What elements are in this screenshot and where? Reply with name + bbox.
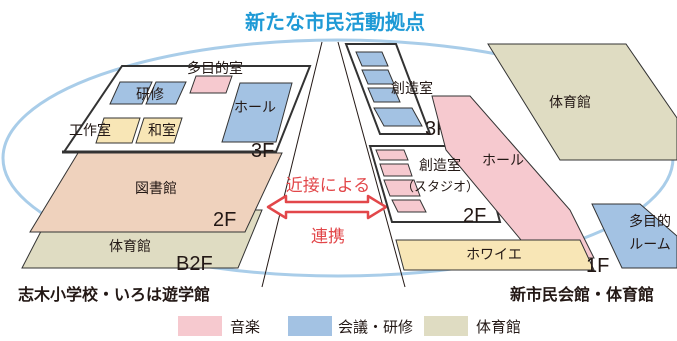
right-2f-room-4 <box>391 199 427 213</box>
label-tamokuteki-2: ルーム <box>629 237 671 253</box>
legend-label-gym: 体育館 <box>476 318 521 336</box>
label-sozoshitsu-studio-2: （スタジオ） <box>401 180 479 195</box>
label-toshokan: 図書館 <box>135 180 177 197</box>
label-tamokuteki: 多目的室 <box>187 60 243 77</box>
label-left-2f: 2F <box>213 209 236 231</box>
road-line-left <box>261 41 323 288</box>
label-washitsu: 和室 <box>148 122 176 139</box>
right-3f-room-3 <box>367 87 401 103</box>
room-hall-block <box>221 82 293 143</box>
label-right-2f: 2F <box>463 205 486 227</box>
right-2f-room-2 <box>379 163 413 177</box>
label-sozoshitsu: 創造室 <box>391 80 433 97</box>
label-proximity: 近接による <box>286 176 371 196</box>
room-kosakushitsu-block <box>95 117 141 144</box>
label-left-hall: ホール <box>234 100 276 116</box>
label-left-b2f: B2F <box>176 253 213 275</box>
label-left-3f: 3F <box>251 140 274 162</box>
label-right-taiikukan: 体育館 <box>549 94 591 111</box>
label-left-taiikukan: 体育館 <box>109 238 151 255</box>
right-gym-slab <box>487 43 677 161</box>
legend-swatch-music <box>178 316 222 336</box>
right-hall-block <box>431 95 595 259</box>
label-tamokuteki-1: 多目的 <box>629 213 671 230</box>
label-right-1f: 1F <box>586 255 609 277</box>
room-kenshu-block <box>109 81 153 105</box>
room-kenshu-block-2 <box>145 81 187 105</box>
right-tamokuteki-block <box>591 203 677 269</box>
legend-label-music: 音楽 <box>230 318 260 336</box>
road-line-right <box>337 41 406 288</box>
legend-label-meeting: 会議・研修 <box>338 318 413 336</box>
label-link: 連携 <box>311 227 345 247</box>
bidirectional-arrow <box>266 194 388 220</box>
label-foyer: ホワイエ <box>466 247 522 263</box>
label-right-hall: ホール <box>482 153 524 169</box>
legend-swatch-meeting <box>288 316 332 336</box>
right-2f-room-1 <box>375 149 409 161</box>
right-3f-room-2 <box>361 69 395 85</box>
diagram-title: 新たな市民活動拠点 <box>245 10 425 34</box>
left-building-name: 志木小学校・いろは遊学館 <box>18 285 210 304</box>
right-foyer-block <box>395 239 595 271</box>
label-sozoshitsu-studio-1: 創造室 <box>419 157 461 174</box>
legend-swatch-gym <box>424 316 468 336</box>
label-kosakushitsu: 工作室 <box>69 122 111 139</box>
label-kenshu: 研修 <box>136 87 164 103</box>
right-building-name: 新市民会館・体育館 <box>510 285 654 304</box>
room-washitsu-block <box>135 117 183 144</box>
right-3f-room-1 <box>355 51 389 67</box>
right-3f-room-4 <box>373 107 423 127</box>
right-2f-room-3 <box>383 179 421 197</box>
room-tamokuteki-block <box>189 75 233 94</box>
